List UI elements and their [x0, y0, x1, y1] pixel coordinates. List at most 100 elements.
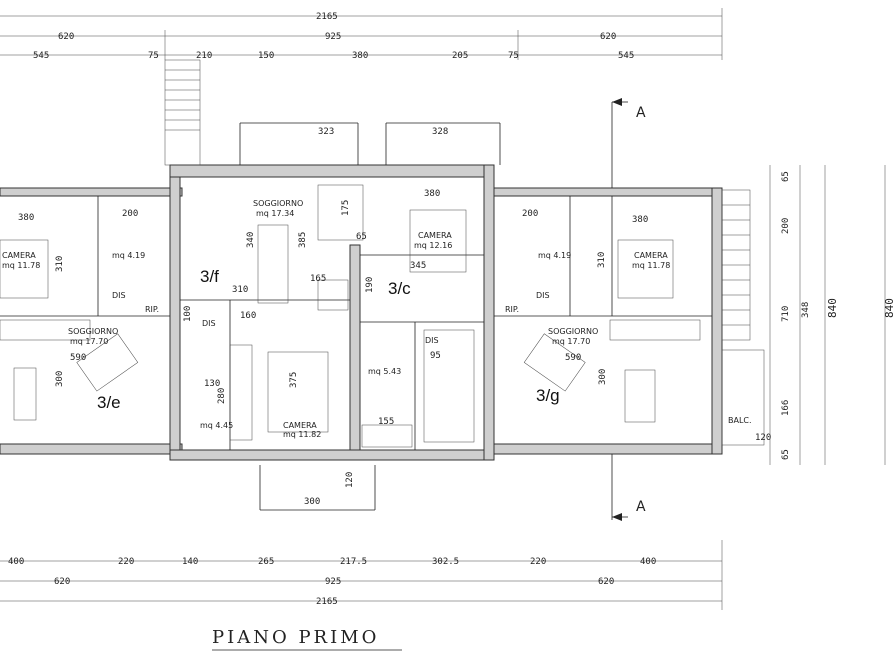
- dim-stair-top-r: 328: [432, 127, 448, 137]
- unit-labels: 3/e 3/f 3/c 3/g: [97, 267, 560, 412]
- dim-w3: 200: [122, 209, 138, 219]
- dim-top-row2-b: 925: [325, 32, 341, 42]
- sofa-e: [76, 333, 139, 392]
- unit-3g: 3/g: [536, 386, 560, 405]
- wardrobe-f: [229, 344, 253, 441]
- unit-3c: 3/c: [388, 279, 411, 298]
- dim-w28: 120: [755, 433, 771, 443]
- armchair-f: [317, 184, 364, 241]
- kitchen-g: [609, 319, 701, 341]
- dim-bottom-g: 220: [530, 557, 546, 567]
- room-e-soggiorno-area: mq 17.70: [70, 337, 108, 346]
- room-f-bagno-area: mq 4.45: [200, 421, 233, 430]
- kitchen-e: [0, 319, 91, 341]
- room-g-soggiorno: SOGGIORNO: [548, 327, 598, 336]
- dim-stair-top: 323: [318, 127, 334, 137]
- dim-w19: 300: [598, 369, 608, 385]
- building-walls: [0, 59, 765, 511]
- dim-bottom-h: 400: [640, 557, 656, 567]
- room-e-dis: DIS: [112, 291, 126, 300]
- bottom-dimensions: 400 220 140 265 217.5 302.5 220 400 620 …: [0, 540, 723, 610]
- dim-w26: 120: [345, 472, 355, 488]
- furniture: [0, 184, 701, 448]
- dim-w6: 340: [246, 232, 256, 248]
- dim-bottom-f: 302.5: [432, 557, 459, 567]
- interior-dims: 380 310 200 590 300 340 385 165 310 130 …: [18, 127, 771, 507]
- dim-top-row3-f: 205: [452, 51, 468, 61]
- room-c-camera-area: mq 12.16: [414, 241, 452, 250]
- room-balc: BALC.: [728, 416, 752, 425]
- room-f-dis: DIS: [202, 319, 216, 328]
- dim-w21: 95: [430, 351, 441, 361]
- dim-right-part-b: 200: [781, 218, 791, 234]
- dim-w4: 590: [70, 353, 86, 363]
- room-g-camera-area: mq 11.78: [632, 261, 670, 270]
- dim-overall-top: 2165: [316, 12, 338, 22]
- dim-bottom-d: 265: [258, 557, 274, 567]
- table-g: [624, 369, 656, 423]
- dim-right-part-c: 710: [781, 306, 791, 322]
- plan-title: PIANO PRIMO: [212, 627, 379, 648]
- dim-overall-bottom: 2165: [316, 597, 338, 607]
- dim-w8: 165: [310, 274, 326, 284]
- top-dimensions: 2165 620 925 620 545 75 210 150 380 205 …: [0, 8, 723, 61]
- dim-w25: 65: [356, 232, 367, 242]
- unit-3f: 3/f: [200, 267, 219, 286]
- stove-f: [317, 279, 349, 311]
- dim-top-row3-a: 545: [33, 51, 49, 61]
- dim-bottom2-b: 925: [325, 577, 341, 587]
- dim-bottom-b: 220: [118, 557, 134, 567]
- room-c-dis: DIS: [425, 336, 439, 345]
- dim-right-inner: 348: [801, 302, 811, 318]
- section-marker-top: A: [636, 105, 646, 121]
- dim-top-row3-c: 210: [196, 51, 212, 61]
- room-e-camera: CAMERA: [2, 251, 36, 260]
- dim-top-row3-d: 150: [258, 51, 274, 61]
- bed-e: [0, 239, 49, 299]
- unit-3e: 3/e: [97, 393, 121, 412]
- section-markers: A A: [611, 98, 646, 521]
- room-f-camera-area: mq 11.82: [283, 430, 321, 439]
- dim-right-total: 840: [826, 298, 839, 318]
- dim-w29: 380: [632, 215, 648, 225]
- table-e: [13, 367, 37, 421]
- dim-top-row3-e: 380: [352, 51, 368, 61]
- room-g-soggiorno-area: mq 17.70: [552, 337, 590, 346]
- dim-w10: 130: [204, 379, 220, 389]
- dim-w22: 160: [240, 311, 256, 321]
- dim-w23: 100: [183, 306, 193, 322]
- dim-bottom-a: 400: [8, 557, 24, 567]
- dim-right-part-d: 166: [781, 400, 791, 416]
- bathtub-c: [361, 424, 413, 448]
- dim-w20: 155: [378, 417, 394, 427]
- room-f-soggiorno-area: mq 17.34: [256, 209, 294, 218]
- bed-g: [617, 239, 674, 299]
- room-c-camera: CAMERA: [418, 231, 452, 240]
- room-c-bagno-area: mq 5.43: [368, 367, 401, 376]
- sofa-g: [523, 333, 586, 392]
- dim-w2: 310: [55, 256, 65, 272]
- right-dimensions: 348 840 840 65 200 710 166 65: [769, 165, 893, 465]
- dim-right-part-e: 65: [781, 449, 791, 460]
- room-g-dis: DIS: [536, 291, 550, 300]
- dim-w11: 280: [217, 388, 227, 404]
- room-g-bagno-area: mq 4.19: [538, 251, 571, 260]
- dim-w17: 200: [522, 209, 538, 219]
- dim-bottom-e: 217.5: [340, 557, 367, 567]
- bed-f: [267, 351, 329, 433]
- dim-w5: 300: [55, 371, 65, 387]
- bed-c: [409, 209, 467, 273]
- section-marker-bottom: A: [636, 499, 646, 515]
- room-f-camera: CAMERA: [283, 421, 317, 430]
- stair-c: [423, 329, 475, 443]
- dim-top-row2-a: 620: [58, 32, 74, 42]
- dim-w7: 385: [298, 232, 308, 248]
- dim-w16: 310: [597, 252, 607, 268]
- room-e-rip: RIP.: [145, 305, 159, 314]
- dim-w9: 310: [232, 285, 248, 295]
- dim-right-part-a: 65: [781, 171, 791, 182]
- room-e-bagno-area: mq 4.19: [112, 251, 145, 260]
- dim-top-row3-h: 545: [618, 51, 634, 61]
- room-f-soggiorno: SOGGIORNO: [253, 199, 303, 208]
